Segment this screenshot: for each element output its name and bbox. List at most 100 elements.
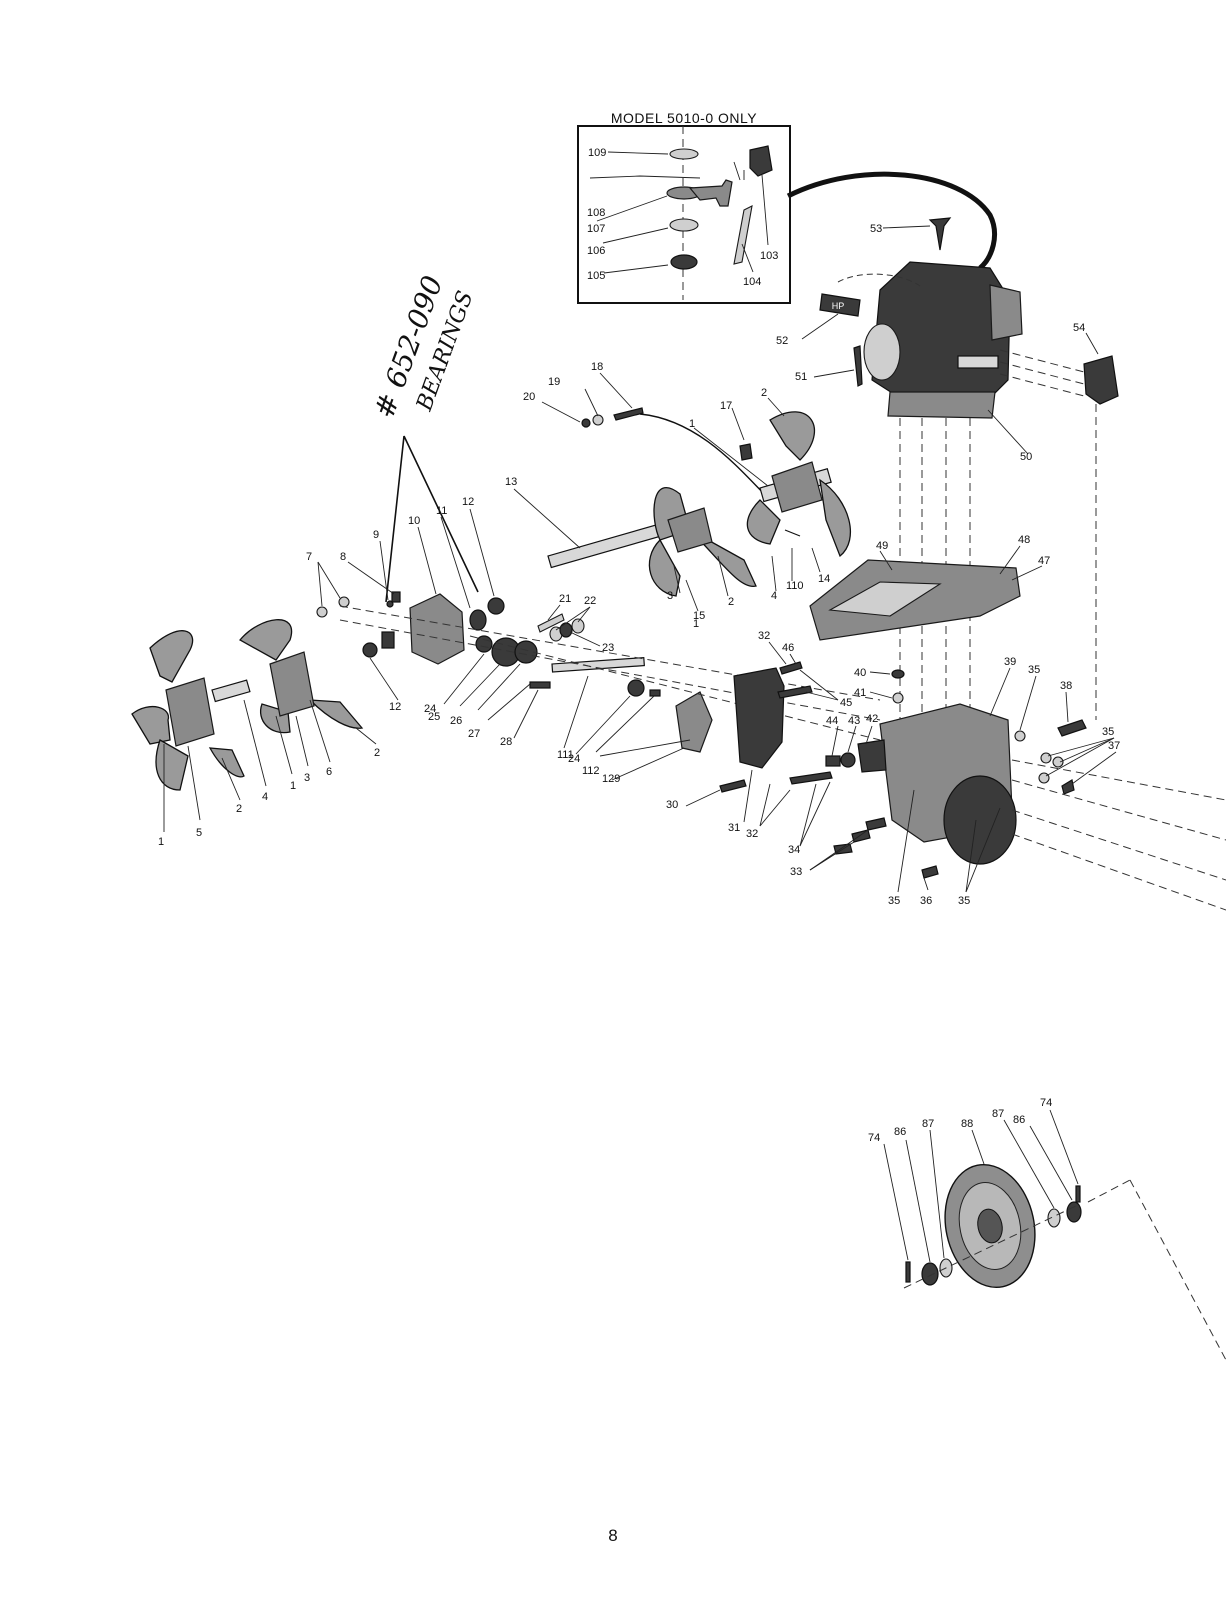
callout-40: 40 [854, 667, 866, 679]
callout-36: 36 [920, 895, 932, 907]
callout-43: 43 [848, 715, 860, 727]
part-6-hub [269, 651, 315, 717]
part-15-hub [667, 507, 713, 553]
part-50-base [887, 391, 996, 419]
part-7b [316, 606, 328, 618]
callout-2-upper-b: 2 [728, 596, 734, 608]
handwritten-note: # 652-090 BEARINGS [368, 271, 479, 603]
part-24-spring [381, 631, 395, 649]
part-35-nut-b [1040, 752, 1052, 764]
callout-18: 18 [591, 361, 603, 373]
callout-23: 23 [602, 642, 614, 654]
wheel-assembly: 74 86 87 88 87 86 74 [868, 1097, 1226, 1361]
part-44 [825, 755, 841, 767]
part-10-housing [409, 593, 465, 665]
callout-21: 21 [559, 593, 571, 605]
part-40 [891, 669, 905, 679]
callout-35-bottom-a: 35 [888, 895, 900, 907]
part-53-dipstick [928, 217, 952, 251]
callout-86-left: 86 [894, 1126, 906, 1138]
callout-41: 41 [854, 687, 866, 699]
part-34-bolt [789, 771, 833, 785]
part-22b [571, 618, 585, 634]
part-35-nut-a [1014, 730, 1026, 742]
part-38 [1057, 719, 1087, 737]
callout-4-left: 4 [262, 791, 268, 803]
callout-31: 31 [728, 822, 740, 834]
part-111-shaft [551, 656, 645, 673]
left-tine-assembly: 1 5 2 4 1 3 6 2 [131, 619, 380, 848]
callout-6: 6 [326, 766, 332, 778]
part-17-bolt [739, 443, 753, 461]
callout-27: 27 [468, 728, 480, 740]
callout-108: 108 [587, 207, 605, 219]
part-30-bolt [719, 779, 747, 793]
part-36-bolt [921, 865, 939, 879]
part-54-cover [1083, 355, 1119, 405]
callout-44: 44 [826, 715, 838, 727]
callout-1-upper-b: 1 [693, 618, 699, 630]
callout-103: 103 [760, 250, 778, 262]
tine-left-g [308, 699, 364, 729]
part-12-bearing-left [362, 642, 378, 658]
tine-upper-d [769, 411, 816, 461]
callout-46: 46 [782, 642, 794, 654]
part-31-bracket [733, 667, 785, 769]
part-112a [649, 689, 661, 697]
callout-15: 15 [693, 610, 705, 622]
callout-20: 20 [523, 391, 535, 403]
tine-left-d [208, 747, 245, 778]
tine-left-e [238, 619, 293, 661]
inset-title: MODEL 5010-0 ONLY [611, 110, 757, 126]
callout-111: 111 [557, 749, 574, 761]
part-109 [669, 148, 699, 160]
callout-30: 30 [666, 799, 678, 811]
callout-32-top: 32 [758, 630, 770, 642]
page-number: 8 [608, 1526, 618, 1545]
callout-8: 8 [340, 551, 346, 563]
part-106 [669, 218, 699, 232]
part-104 [733, 205, 753, 265]
part-42-clamp [857, 739, 887, 773]
engine-badge-text: HP [832, 301, 845, 311]
callout-88: 88 [961, 1118, 973, 1130]
part-33-bolt-b [851, 829, 871, 843]
callout-2-left-b: 2 [374, 747, 380, 759]
callout-105: 105 [587, 270, 605, 282]
callout-2-upper: 2 [761, 387, 767, 399]
callout-52: 52 [776, 335, 788, 347]
callout-13: 13 [505, 476, 517, 488]
upper-tine-assembly: 18 19 20 17 2 1 13 3 15 2 4 14 110 1 [505, 361, 852, 630]
callout-4-upper: 4 [771, 590, 777, 602]
part-87-right [1047, 1208, 1061, 1228]
callout-35-right: 35 [1102, 726, 1114, 738]
callout-87-left: 87 [922, 1118, 934, 1130]
callout-9: 9 [373, 529, 379, 541]
retaining-wire [639, 413, 771, 501]
part-41 [892, 692, 904, 704]
callout-5: 5 [196, 827, 202, 839]
tine-left-b [131, 705, 171, 745]
callout-107: 107 [587, 223, 605, 235]
callout-24-center: 24 [568, 753, 580, 765]
engine-flywheel-cover [863, 323, 901, 381]
callout-28: 28 [500, 736, 512, 748]
part-86-right [1066, 1201, 1082, 1223]
callout-86-right: 86 [1013, 1114, 1025, 1126]
callout-3-upper: 3 [667, 590, 673, 602]
callout-24-left: 24 [424, 703, 436, 715]
callout-2-left: 2 [236, 803, 242, 815]
part-20 [581, 418, 591, 428]
callout-87-right: 87 [992, 1108, 1004, 1120]
engine-muffler [989, 284, 1023, 341]
callout-7: 7 [306, 551, 312, 563]
frame-wheel-well [943, 775, 1017, 865]
callout-1-left: 1 [158, 836, 164, 848]
callout-47: 47 [1038, 555, 1050, 567]
callout-1-left-b: 1 [290, 780, 296, 792]
part-25-bearing [475, 635, 493, 653]
part-12-bearing-top [487, 597, 505, 615]
part-5-hub [165, 677, 215, 747]
inset-model-5010: MODEL 5010-0 ONLY 109 108 107 106 105 10… [577, 110, 791, 304]
